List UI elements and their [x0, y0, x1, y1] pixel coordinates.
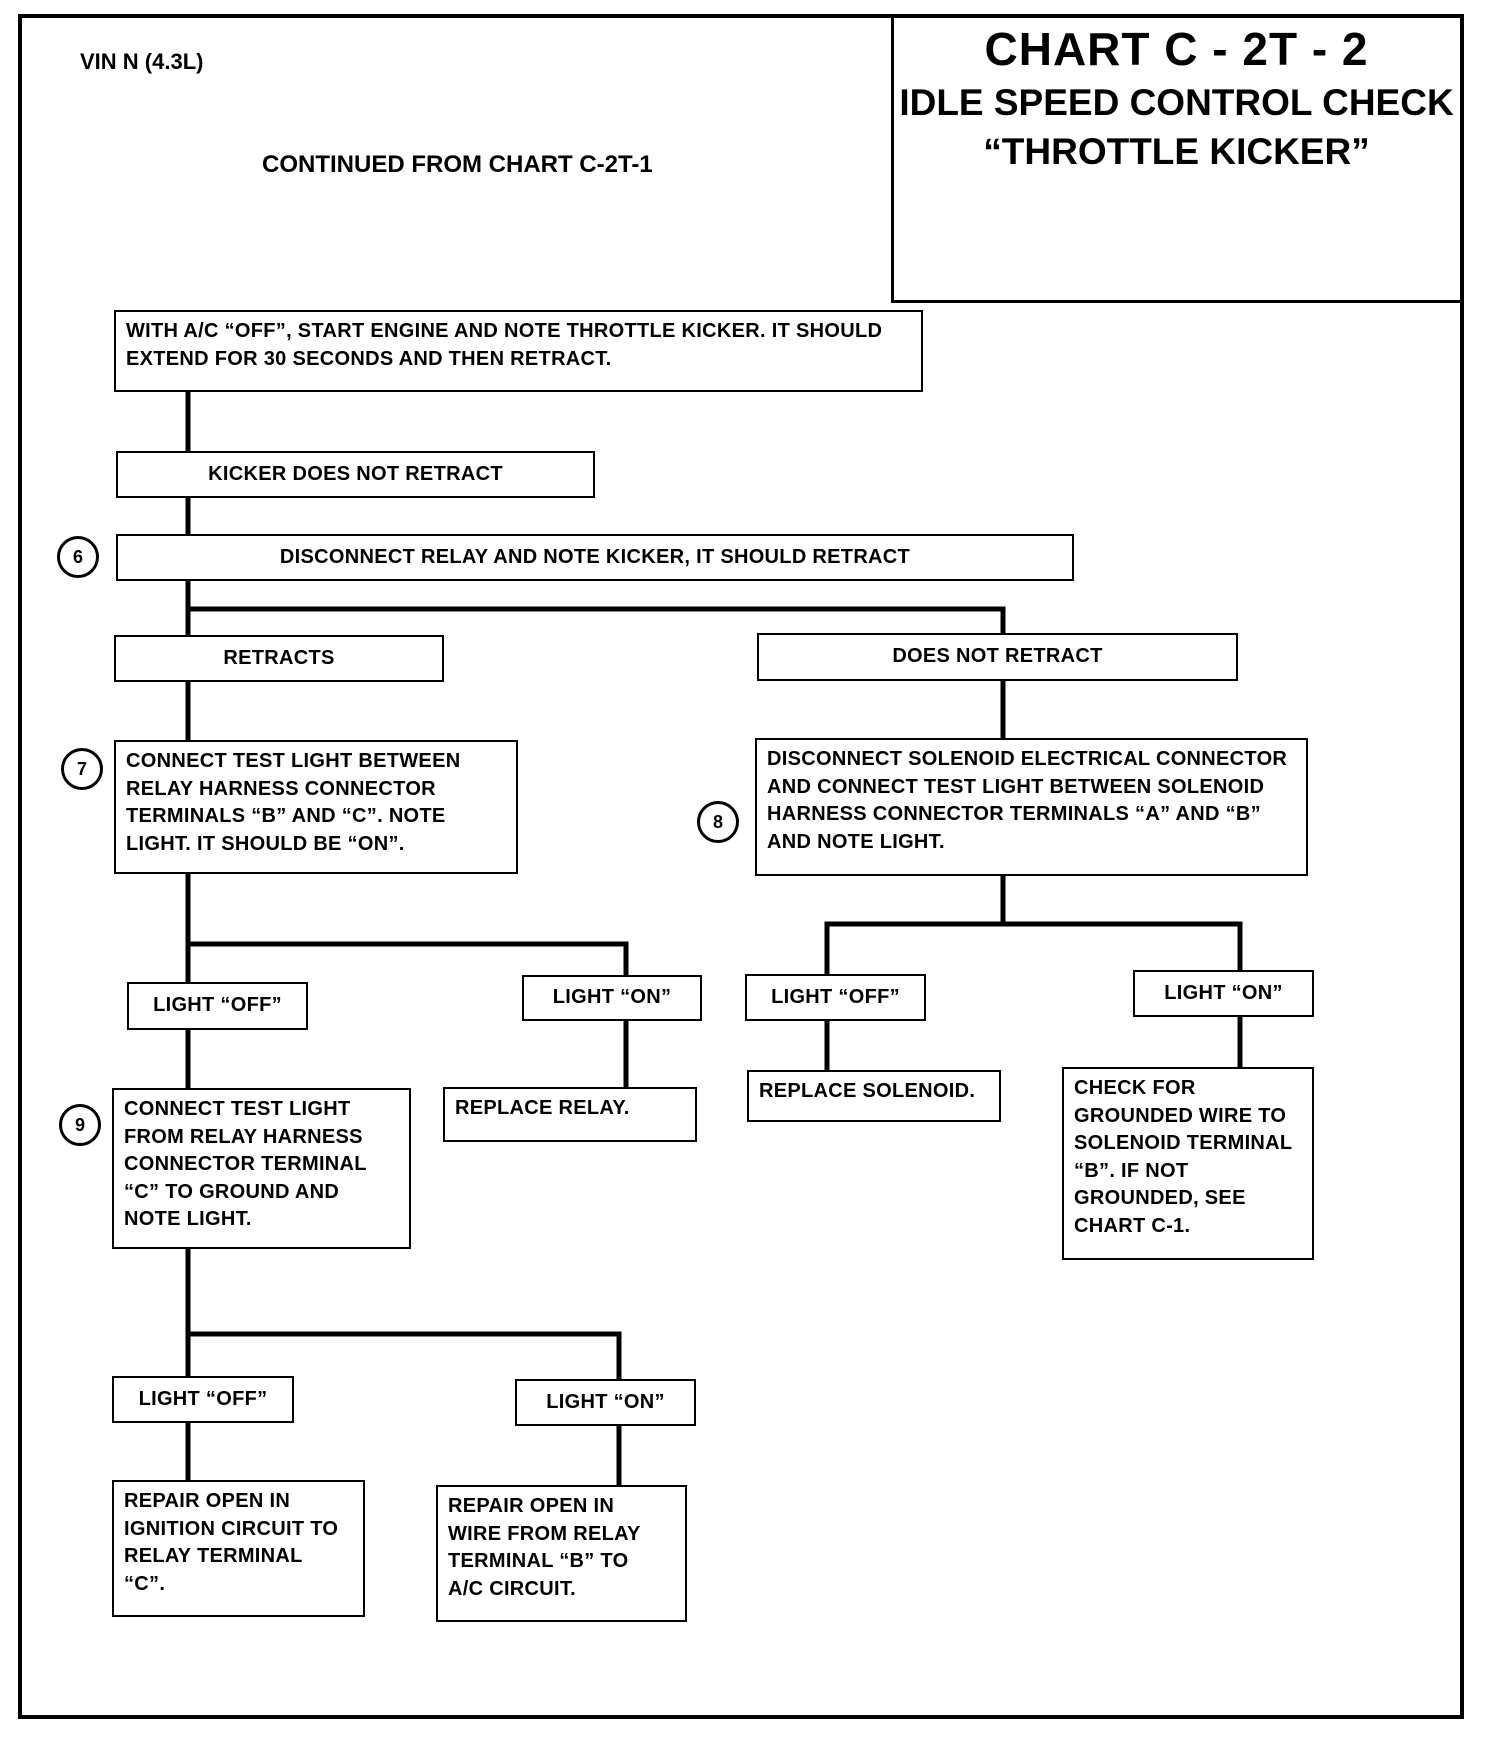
repair-relay-wire: REPAIR OPEN IN WIRE FROM RELAY TERMINAL … — [436, 1485, 687, 1622]
connector-step7-branch — [188, 941, 629, 980]
step-9-light-on: LIGHT “ON” — [515, 1379, 696, 1426]
chart-number: CHART C - 2T - 2 — [984, 23, 1369, 75]
step-7-light-on: LIGHT “ON” — [522, 975, 702, 1021]
step-7-relay-test: CONNECT TEST LIGHT BETWEEN RELAY HARNESS… — [114, 740, 518, 874]
kicker-does-not-retract: KICKER DOES NOT RETRACT — [116, 451, 595, 498]
step-8-light-on: LIGHT “ON” — [1133, 970, 1314, 1017]
step-start-engine: WITH A/C “OFF”, START ENGINE AND NOTE TH… — [114, 310, 923, 392]
step-9-marker: 9 — [59, 1104, 101, 1146]
page-frame — [18, 14, 1464, 1719]
replace-relay: REPLACE RELAY. — [443, 1087, 697, 1142]
step-7-light-off: LIGHT “OFF” — [127, 982, 308, 1030]
step-9-light-off: LIGHT “OFF” — [112, 1376, 294, 1423]
step-6-marker: 6 — [57, 536, 99, 578]
title-box — [891, 17, 1462, 303]
connector-step8-branch — [824, 876, 1006, 979]
step-8-light-off: LIGHT “OFF” — [745, 974, 926, 1021]
step-6-disconnect-relay: DISCONNECT RELAY AND NOTE KICKER, IT SHO… — [116, 534, 1074, 581]
connector-step9-branch — [188, 1331, 622, 1380]
connector-step8-branch-right — [1003, 921, 1243, 970]
retracts-label: RETRACTS — [114, 635, 444, 682]
replace-solenoid: REPLACE SOLENOID. — [747, 1070, 1001, 1122]
repair-ignition-circuit: REPAIR OPEN IN IGNITION CIRCUIT TO RELAY… — [112, 1480, 365, 1617]
step-8-marker: 8 — [697, 801, 739, 843]
step-8-solenoid-test: DISCONNECT SOLENOID ELECTRICAL CONNECTOR… — [755, 738, 1308, 876]
chart-subtitle: “THROTTLE KICKER” — [983, 131, 1370, 172]
connector-step6-branch — [188, 606, 1006, 633]
step-9-ground-test: CONNECT TEST LIGHT FROM RELAY HARNESS CO… — [112, 1088, 411, 1249]
step-7-marker: 7 — [61, 748, 103, 790]
chart-title: IDLE SPEED CONTROL CHECK — [899, 82, 1454, 123]
continued-label: CONTINUED FROM CHART C-2T-1 — [262, 151, 653, 178]
vin-label: VIN N (4.3L) — [80, 49, 204, 74]
check-grounded-wire: CHECK FOR GROUNDED WIRE TO SOLENOID TERM… — [1062, 1067, 1314, 1260]
does-not-retract-label: DOES NOT RETRACT — [757, 633, 1238, 681]
